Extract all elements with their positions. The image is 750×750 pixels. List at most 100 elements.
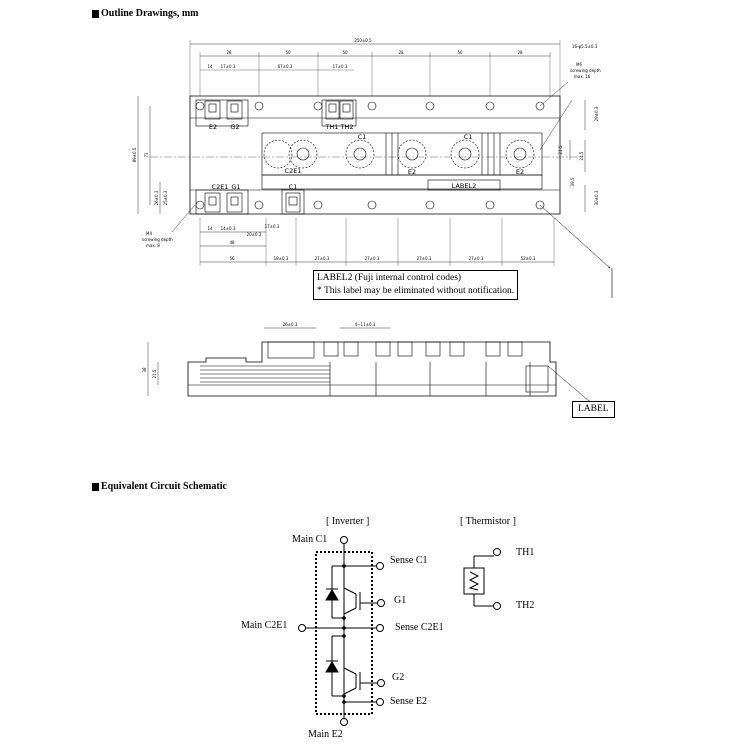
terminal-c1-aux: C1 [289, 183, 298, 191]
dim-bottom-5: 27±0.3 [417, 256, 432, 261]
schematic-diodes [325, 588, 339, 673]
schematic-terminals [298, 536, 501, 726]
main-terminal-e2-2: E2 [516, 168, 524, 176]
dim-top-5: 28 [517, 50, 523, 55]
mounting-holes [195, 101, 545, 210]
pin-main-e2: Main E2 [308, 729, 343, 740]
side-dim-top-0: 26±0.3 [283, 322, 298, 327]
pin-sense-e2: Sense E2 [390, 696, 427, 707]
screw-note-left-2: max. 8 [146, 243, 160, 248]
dim-sub-2: 67±0.3 [278, 64, 293, 69]
dim-right-0: 21.5 [558, 145, 563, 154]
terminal-c2e1-aux: C2E1 [212, 183, 229, 191]
main-terminal-c1: C1 [358, 133, 367, 141]
side-dim-top-1: 4−11±0.3 [355, 322, 376, 327]
main-terminals [263, 139, 535, 169]
bullet-square-icon [92, 482, 99, 491]
terminal-th2 [493, 602, 501, 610]
dim-small-0: 14 [207, 226, 213, 231]
dim-bottom-6: 27±0.3 [469, 256, 484, 261]
pin-g1: G1 [394, 595, 406, 606]
dim-small-1: 14±0.3 [221, 226, 236, 231]
terminal-th1 [493, 548, 501, 556]
terminal-g2: G2 [230, 123, 239, 131]
dim-right-1: 24.5 [579, 151, 584, 160]
circuit-schematic-title: Equivalent Circuit Schematic [92, 481, 227, 492]
screw-note-right-1: screwing depth [570, 68, 601, 73]
pin-th2: TH2 [516, 600, 534, 611]
pin-g2: G2 [392, 672, 404, 683]
label2-marker: LABEL2 [452, 182, 477, 190]
terminal-g1: G1 [231, 183, 240, 191]
terminal-sense-c2e1 [376, 624, 384, 632]
side-view-labels: 26±0.3 4−11±0.3 38 21.5 [142, 322, 376, 378]
outline-drawings-title: Outline Drawings, mm [92, 8, 199, 19]
dim-top-1: 50 [285, 50, 291, 55]
dim-left-3: 25±0.3 [163, 190, 168, 205]
side-dim-left-0: 38 [142, 367, 147, 373]
terminal-sense-c1 [376, 562, 384, 570]
label2-description: LABEL2 (Fuji internal control codes) [317, 273, 462, 283]
main-terminal-c2e1: C2E1 [285, 167, 302, 175]
dim-sub-1: 17±0.3 [221, 64, 236, 69]
terminal-th2: TH2 [340, 123, 354, 131]
schematic-junctions [342, 564, 346, 704]
dim-top-0: 28 [226, 50, 232, 55]
dim-top-4: 50 [457, 50, 463, 55]
dim-bottom-2: 18±0.3 [274, 256, 289, 261]
dim-small-3: 17±0.3 [265, 224, 280, 229]
dim-sub-3: 17±0.3 [333, 64, 348, 69]
dim-bottom-7: 52±0.3 [521, 256, 536, 261]
screw-note-right-2: max. 16 [574, 74, 591, 79]
side-dim-left-1: 21.5 [152, 369, 157, 378]
screw-note-left-1: screwing depth [142, 237, 173, 242]
terminal-main-e2 [340, 718, 348, 726]
pin-sense-c2e1: Sense C2E1 [395, 622, 444, 633]
dim-top-3: 28 [398, 50, 404, 55]
main-terminal-e2: E2 [408, 168, 416, 176]
dim-left-0: 89±0.5 [132, 147, 137, 162]
terminal-main-c2e1 [298, 624, 306, 632]
side-view [147, 327, 591, 403]
main-terminal-c1-2: C1 [464, 133, 473, 141]
dim-right-3: 29±0.3 [594, 106, 599, 121]
pin-main-c1: Main C1 [292, 534, 327, 545]
dim-bottom-0: 56 [229, 256, 235, 261]
top-view-labels: 250±0.5 28 50 50 28 50 28 14 17±0.3 67±0… [132, 38, 601, 261]
side-label-text: LABEL [578, 404, 609, 414]
hole-note: 16-φ5.5±0.3 [572, 44, 598, 49]
dim-right-4: 30±0.3 [594, 190, 599, 205]
thermistor-label: [ Thermistor ] [460, 516, 516, 527]
pin-sense-c1: Sense C1 [390, 555, 428, 566]
dim-left-2: 26±0.3 [154, 190, 159, 205]
dim-small-2: 20±0.3 [247, 232, 262, 237]
label2-description-box: LABEL2 (Fuji internal control codes) * T… [313, 270, 519, 300]
lower-diode-icon [325, 661, 339, 673]
label2-note: * This label may be eliminated without n… [317, 286, 515, 296]
aux-terminals [204, 100, 354, 213]
dim-sub-0: 14 [207, 64, 213, 69]
bullet-square-icon [92, 9, 99, 18]
schematic-labels: [ Inverter ] [ Thermistor ] Main C1 Sens… [241, 516, 534, 740]
inverter-label: [ Inverter ] [326, 516, 369, 527]
dim-bottom-3: 27±0.3 [315, 256, 330, 261]
top-view [137, 40, 613, 298]
dim-right-2: 39.5 [570, 177, 575, 186]
dim-bottom-4: 27±0.3 [365, 256, 380, 261]
dim-bottom-1: 48 [229, 240, 235, 245]
terminal-main-c1 [340, 536, 348, 544]
screw-note-right-0: M6 [576, 62, 582, 67]
screw-note-left-0: M4 [146, 231, 152, 236]
dim-top-2: 50 [342, 50, 348, 55]
terminal-th1: TH1 [325, 123, 339, 131]
upper-diode-icon [325, 589, 339, 601]
terminal-g2 [377, 679, 385, 687]
dim-overall-width: 250±0.5 [354, 38, 372, 43]
terminal-sense-e2 [376, 698, 384, 706]
terminal-g1 [377, 599, 385, 607]
pin-th1: TH1 [516, 547, 534, 558]
side-label-box: LABEL [572, 401, 615, 418]
pin-main-c2e1: Main C2E1 [241, 620, 287, 631]
dim-left-1: 73 [144, 152, 149, 158]
